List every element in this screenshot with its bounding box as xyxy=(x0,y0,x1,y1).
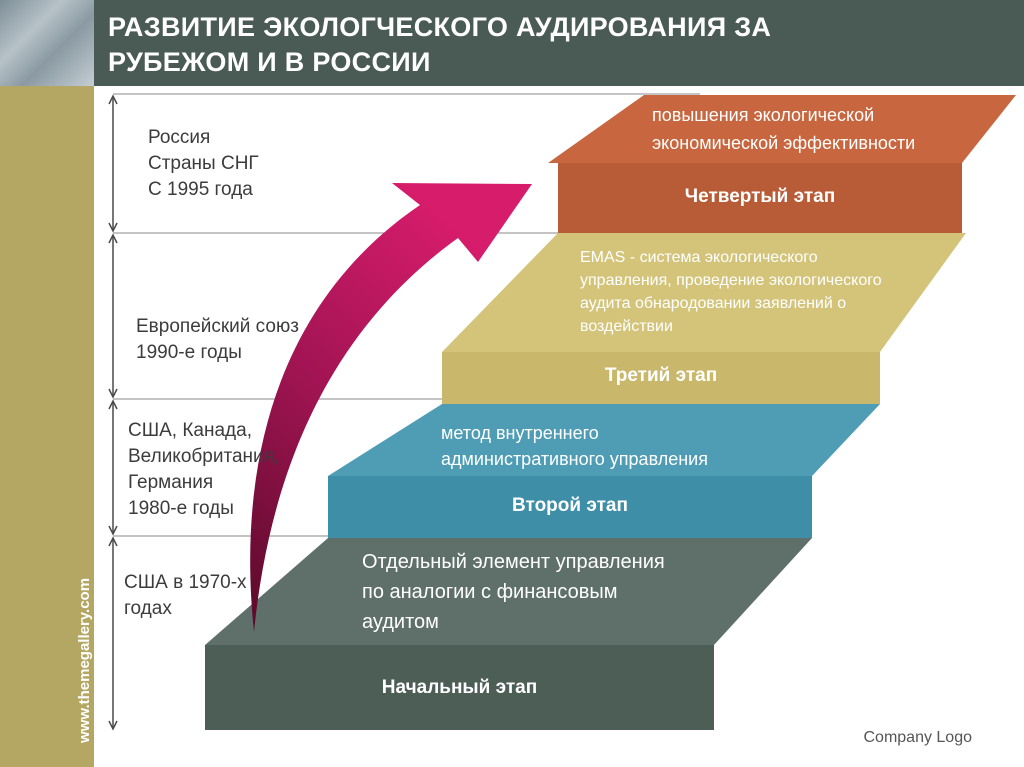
step-4-top xyxy=(548,95,1016,163)
step-2-top xyxy=(328,404,880,476)
step-3-description: EMAS - система экологического управления… xyxy=(580,249,882,335)
step-4-front xyxy=(558,163,962,233)
period-label-russia: Россия Страны СНГ С 1995 года xyxy=(148,127,259,200)
company-logo: Company Logo xyxy=(863,729,972,746)
step-4-title: Четвертый этап xyxy=(684,186,836,207)
step-3-top xyxy=(442,233,966,352)
timeline-axis xyxy=(108,94,118,731)
slide-title: РАЗВИТИЕ ЭКОЛОГЧЕСКОГО АУДИРОВАНИЯ ЗА РУ… xyxy=(108,12,772,77)
sidebar xyxy=(0,86,94,767)
header-photo xyxy=(0,0,94,86)
progress-arrow xyxy=(250,183,532,632)
step-2-title: Второй этап xyxy=(512,495,628,516)
step-4-description: повышения экологической экономической эф… xyxy=(652,105,916,153)
step-2-front xyxy=(328,476,812,538)
step-1-front xyxy=(205,645,714,730)
step-3-title: Третий этап xyxy=(604,365,718,386)
period-label-usa-1980: США, Канада, Великобритания, Германия 19… xyxy=(128,420,280,519)
step-1-top xyxy=(205,538,812,645)
period-label-usa-1970: США в 1970-х годах xyxy=(124,572,247,619)
step-1-title: Начальный этап xyxy=(381,677,538,698)
step-1-description: Отдельный элемент управления по аналогии… xyxy=(362,551,665,633)
step-2-description: метод внутреннего административного упра… xyxy=(441,423,708,469)
period-label-eu: Европейский союз 1990-е годы xyxy=(136,316,299,363)
header-bar: РАЗВИТИЕ ЭКОЛОГЧЕСКОГО АУДИРОВАНИЯ ЗА РУ… xyxy=(0,0,1024,86)
step-3-front xyxy=(442,352,880,404)
